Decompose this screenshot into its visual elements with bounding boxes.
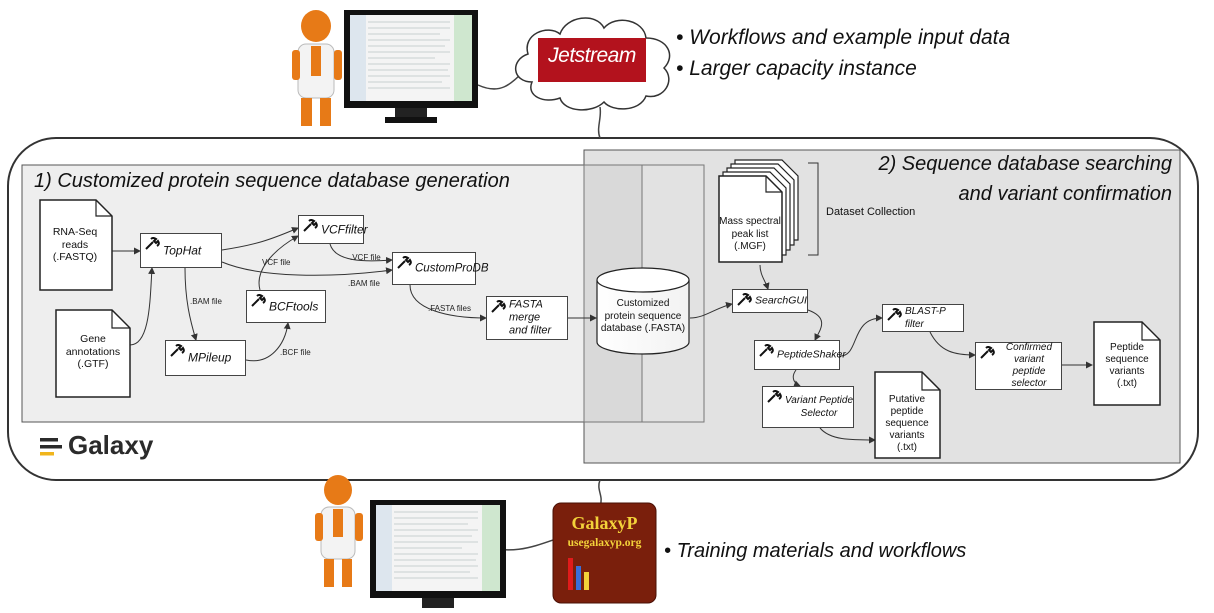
wrench-icon	[303, 219, 318, 232]
edge-label-bam1: .BAM file	[348, 279, 381, 288]
monitor-bottom	[370, 500, 506, 608]
tool-tophat[interactable]: TopHat	[140, 233, 222, 268]
tool-peptideshaker[interactable]: PeptideShaker	[754, 340, 846, 370]
galaxy-logo-text: Galaxy	[68, 430, 154, 460]
edge-label-vcf2: .VCF file	[350, 253, 381, 262]
tool-customprodb[interactable]: CustomProDB	[392, 252, 489, 285]
wrench-icon	[887, 308, 902, 321]
galaxy-logo-mark	[40, 438, 62, 456]
wrench-icon	[397, 256, 412, 269]
wrench-icon	[251, 294, 266, 307]
tool-vcffilter[interactable]: VCFfilter	[298, 215, 368, 244]
wrench-icon	[767, 390, 782, 403]
peptide-output-doc	[1093, 321, 1161, 406]
top-bullet-1: • Workflows and example input data	[676, 26, 1011, 49]
edge-label-bcf: .BCF file	[280, 348, 311, 357]
tool-searchgui[interactable]: SearchGUI	[732, 289, 808, 313]
rnaseq-doc	[39, 199, 113, 291]
galaxyp-title: GalaxyP	[571, 513, 638, 533]
section2-title-line2: and variant confirmation	[958, 183, 1172, 205]
jetstream-cloud	[515, 17, 671, 111]
dataset-collection-label: Dataset Collection	[826, 206, 916, 218]
galaxyp-url: usegalaxyp.org	[567, 537, 642, 549]
section2-title-line1: 2) Sequence database searching	[878, 153, 1172, 175]
wrench-icon	[759, 344, 774, 357]
tool-mpileup[interactable]: MPileup	[165, 340, 246, 376]
putative-doc	[874, 371, 941, 459]
bottom-bullet-1: • Training materials and workflows	[664, 540, 967, 562]
gene-doc	[55, 309, 131, 398]
wrench-icon	[737, 293, 752, 306]
jetstream-brand: Jetstream	[548, 44, 636, 67]
galaxyp-logo	[552, 502, 657, 604]
top-bullet-2: • Larger capacity instance	[676, 57, 917, 80]
edge-label-fasta: .FASTA files	[428, 304, 471, 313]
wrench-icon	[170, 344, 185, 357]
section1-title: 1) Customized protein sequence database …	[34, 170, 510, 192]
edge-label-vcf1: VCF file	[262, 258, 291, 267]
edge-label-bam2: .BAM file	[190, 297, 223, 306]
monitor-top	[344, 10, 478, 123]
user-figure-bottom	[315, 475, 363, 587]
tool-bcftools[interactable]: BCFtools	[246, 290, 326, 323]
tool-blastp-filter[interactable]: BLAST-P filter	[882, 304, 964, 332]
mgf-doc-stack	[718, 159, 799, 263]
wrench-icon	[491, 300, 506, 313]
wrench-icon	[145, 237, 160, 250]
user-figure-top	[292, 10, 342, 126]
database-cylinder	[596, 267, 690, 355]
wrench-icon	[980, 346, 995, 359]
